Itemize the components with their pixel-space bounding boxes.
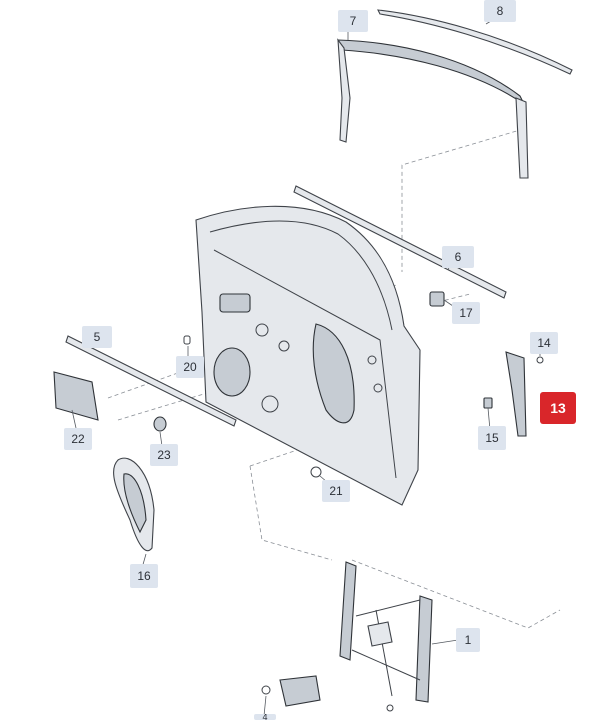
callout-23[interactable]: 23 <box>150 444 178 466</box>
speaker-opening <box>213 347 251 397</box>
callout-1[interactable]: 1 <box>456 628 480 652</box>
door-shell[interactable] <box>195 205 421 506</box>
callout-16[interactable]: 16 <box>130 564 158 588</box>
callout-7[interactable]: 7 <box>338 10 368 32</box>
roof-seal-strip-part-8[interactable] <box>377 9 573 75</box>
callout-20[interactable]: 20 <box>176 356 204 378</box>
window-regulator-part-1[interactable] <box>339 561 433 703</box>
callout-14[interactable]: 14 <box>530 332 558 354</box>
callout-4[interactable]: 4 <box>254 714 276 720</box>
window-motor-part-4[interactable] <box>261 675 394 712</box>
callout-22[interactable]: 22 <box>64 428 92 450</box>
access-cutout <box>312 323 355 424</box>
insulation-pad-part-22[interactable] <box>53 371 99 421</box>
callout-21[interactable]: 21 <box>322 480 350 502</box>
callout-5[interactable]: 5 <box>82 326 112 348</box>
belt-molding-part-6[interactable] <box>293 185 507 299</box>
panel-cutout <box>219 293 251 313</box>
callout-8[interactable]: 8 <box>484 0 516 22</box>
clip-part-17[interactable] <box>429 291 445 307</box>
handle-bracket-part-16[interactable] <box>113 457 155 552</box>
grommet-part-20[interactable] <box>183 335 191 345</box>
callout-17[interactable]: 17 <box>452 302 480 324</box>
plug-part-23[interactable] <box>153 416 167 432</box>
inner-seal-strip-part-5[interactable] <box>65 335 237 427</box>
grommet-part-21[interactable] <box>310 466 322 478</box>
window-frame-channel-part-7[interactable] <box>337 38 529 179</box>
callout-13[interactable]: 13 <box>540 392 576 424</box>
callout-6[interactable]: 6 <box>442 246 474 268</box>
rear-window-guide-part-13[interactable] <box>483 351 544 437</box>
callout-15[interactable]: 15 <box>478 426 506 450</box>
